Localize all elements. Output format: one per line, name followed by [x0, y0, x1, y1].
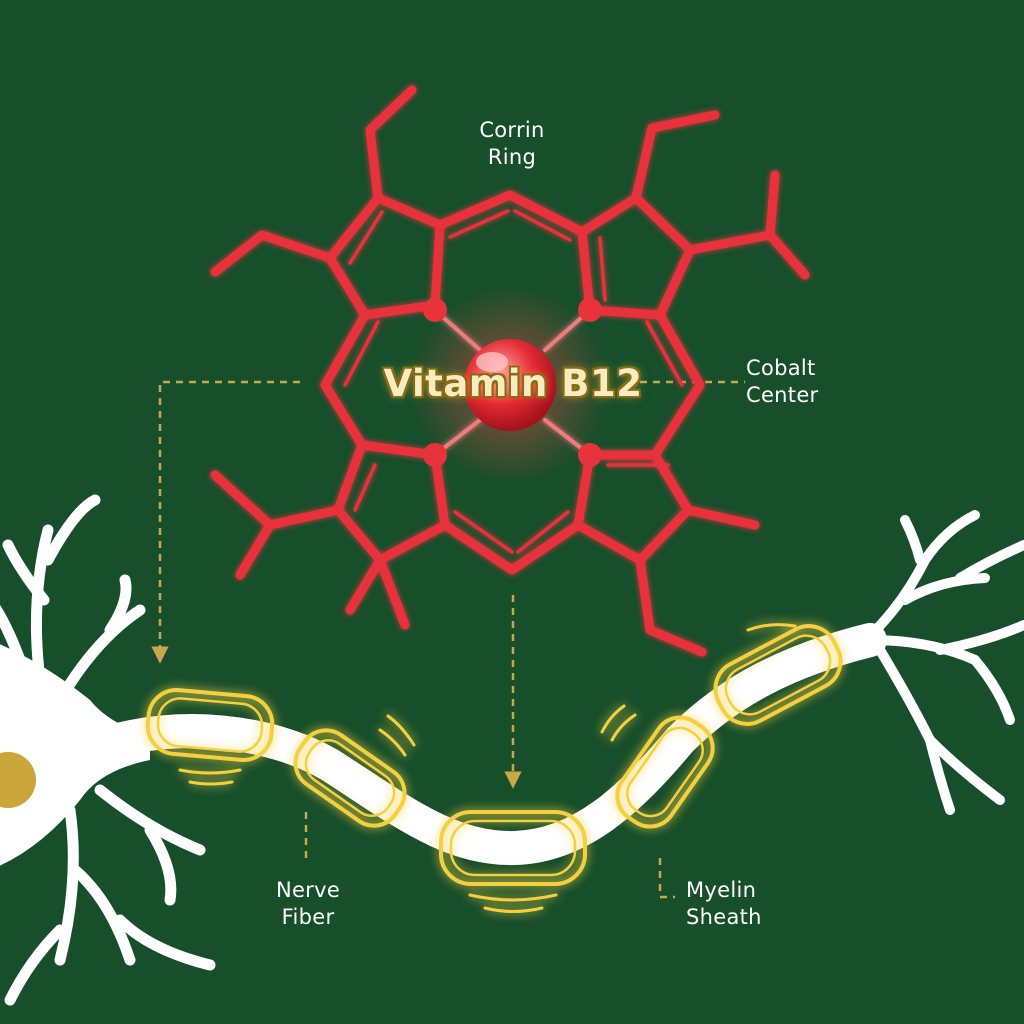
label-line: Cobalt — [746, 356, 816, 380]
vitamin-b12-title: Vitamin B12 — [383, 362, 643, 405]
myelin-segment — [615, 715, 715, 829]
pyrrole-ring-top-left — [325, 193, 445, 320]
myelin-segment — [145, 688, 275, 762]
myelin-segments — [145, 623, 843, 913]
cobalt-highlight — [476, 352, 508, 372]
myelin-segment — [293, 728, 407, 828]
label-nerve-fiber: Nerve Fiber — [258, 877, 358, 931]
myelin-segment — [713, 624, 843, 726]
label-line: Fiber — [281, 905, 335, 929]
label-line: Myelin — [686, 878, 757, 902]
myelin-segment — [439, 810, 587, 886]
corrin-ring-molecule — [210, 85, 810, 657]
label-corrin-ring: Corrin Ring — [452, 117, 572, 171]
label-line: Nerve — [275, 878, 341, 902]
label-line: Corrin — [479, 118, 545, 142]
axon — [83, 623, 887, 866]
label-line: Center — [746, 383, 819, 407]
neuron — [0, 494, 1024, 1006]
neuron-soma — [0, 644, 150, 866]
pyrrole-ring-top-right — [577, 193, 695, 320]
vibration-marks — [178, 623, 797, 913]
axon-terminals — [855, 510, 1024, 815]
connector-myelin — [658, 858, 675, 899]
label-line: Sheath — [686, 905, 762, 929]
dashed-connectors — [151, 380, 745, 899]
label-line: Ring — [487, 145, 537, 169]
neuron-nucleus — [0, 752, 36, 808]
label-cobalt-center: Cobalt Center — [746, 355, 846, 409]
pyrrole-ring-bottom-left — [333, 440, 450, 565]
pyrrole-ring-bottom-right — [573, 450, 693, 565]
soma-dendrites — [0, 494, 216, 1006]
nitrogen-atoms — [423, 298, 602, 467]
label-myelin-sheath: Myelin Sheath — [686, 877, 796, 931]
